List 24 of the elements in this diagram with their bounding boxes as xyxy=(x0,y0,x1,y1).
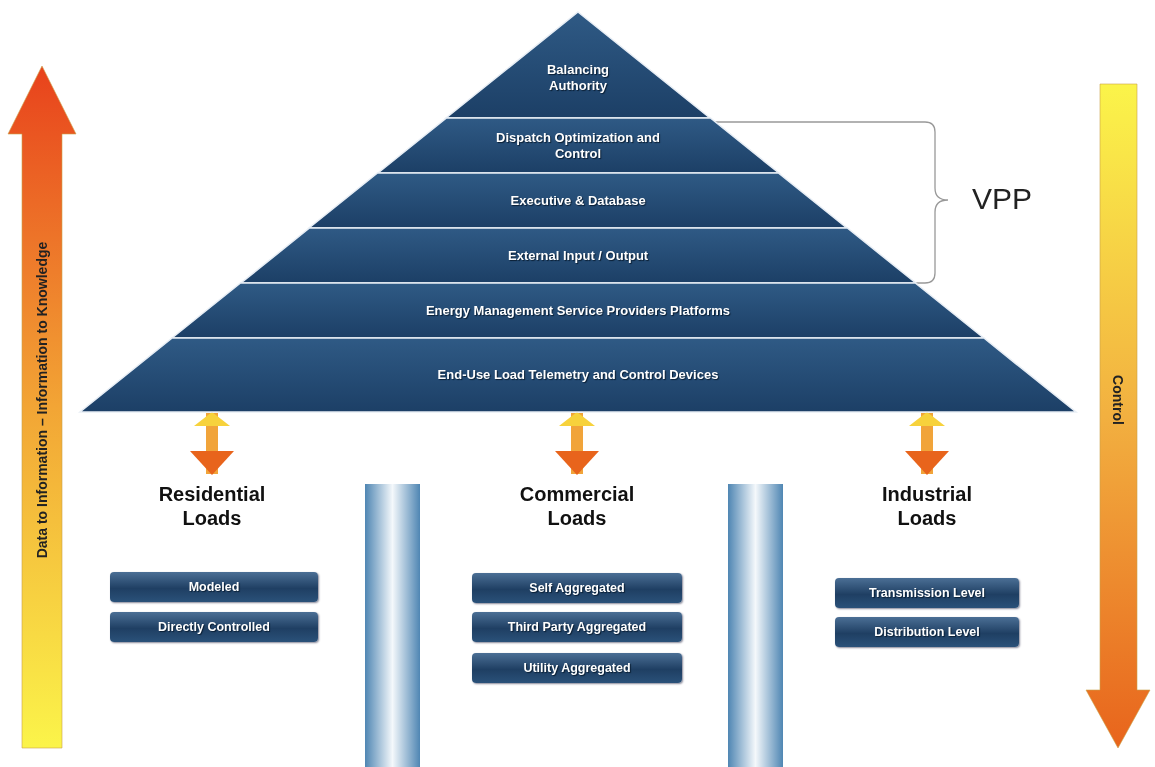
category-tag: Self Aggregated xyxy=(472,573,682,603)
tier-label: End-Use Load Telemetry and Control Devices xyxy=(436,367,720,383)
arrow-label: Data to Information – Information to Knowledge xyxy=(33,241,50,559)
pillar xyxy=(365,484,420,767)
tier-label: External Input / Output xyxy=(507,247,650,264)
double-arrow xyxy=(555,412,599,475)
tier-label: Dispatch Optimization and Control xyxy=(495,129,661,162)
category-tag: Utility Aggregated xyxy=(472,653,682,683)
tier-label: Energy Management Service Providers Platforms xyxy=(424,302,732,319)
double-arrow xyxy=(905,412,949,475)
category-tag: Directly Controlled xyxy=(110,612,318,642)
category-tag: Distribution Level xyxy=(835,617,1019,647)
category-tag: Third Party Aggregated xyxy=(472,612,682,642)
arrow-label: Control xyxy=(1109,375,1126,425)
tier-label: Executive & Database xyxy=(509,192,647,209)
group-heading: Industrial Loads xyxy=(857,482,997,532)
bracket-label: VPP xyxy=(972,182,1033,216)
group-heading: Commercial Loads xyxy=(507,482,647,532)
pillar xyxy=(728,484,783,767)
double-arrow xyxy=(190,412,234,475)
category-tag: Transmission Level xyxy=(835,578,1019,608)
tier-label: Balancing Authority xyxy=(545,61,611,94)
category-tag: Modeled xyxy=(110,572,318,602)
group-heading: Residential Loads xyxy=(142,482,282,532)
